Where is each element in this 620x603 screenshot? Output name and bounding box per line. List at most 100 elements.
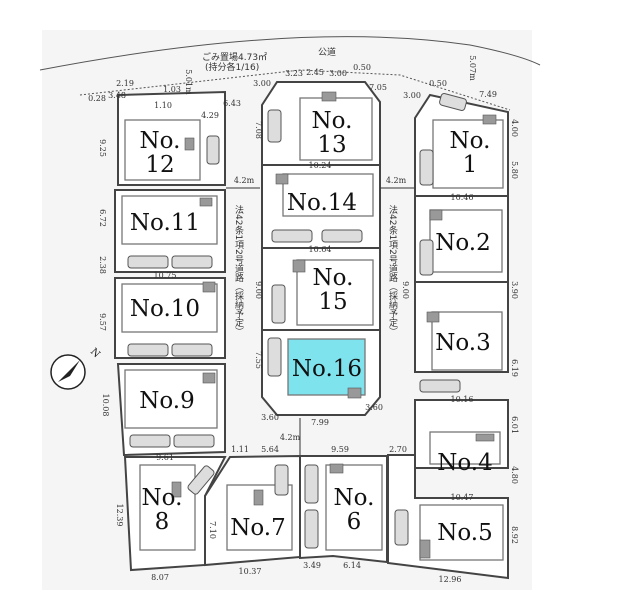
dimension-label: 10.37 xyxy=(239,567,262,576)
dimension-label: 5.80 xyxy=(510,161,519,179)
tspan-element: 12 xyxy=(145,152,174,178)
tspan-element: 8 xyxy=(155,509,170,535)
lot-9[interactable]: No.9 xyxy=(116,363,226,457)
dimension-labels: 5.01m 2.19 0.28 3.48 1.03 1.10 4.29 6.43… xyxy=(88,55,519,584)
dimension-label: 7.08 xyxy=(254,121,263,139)
dimension-label: 12.39 xyxy=(115,504,124,527)
lot-1[interactable]: No.1 xyxy=(414,93,509,197)
dimension-label: 8.92 xyxy=(510,526,519,544)
house-footprint xyxy=(124,119,201,181)
lot-boundary xyxy=(117,90,226,186)
lot-label: No.2 xyxy=(435,230,491,256)
dimension-label: 7.10 xyxy=(208,521,217,539)
meter-box-icon xyxy=(184,137,195,151)
dimension-label: 12.96 xyxy=(439,575,462,584)
meter-box-icon xyxy=(202,372,216,384)
path-element xyxy=(58,360,80,382)
lot-16[interactable]: No.16 xyxy=(261,329,381,416)
lot-label: No.16 xyxy=(292,356,362,382)
parking-car-icon xyxy=(127,255,169,269)
dimension-label: 0.28 xyxy=(88,94,106,103)
lot-11[interactable]: No.11 xyxy=(114,189,226,273)
house-footprint xyxy=(282,173,374,217)
dimension-label: 9.00 xyxy=(401,281,410,299)
parking-car-icon xyxy=(321,229,363,243)
tspan-element: 15 xyxy=(318,289,347,315)
parking-car-icon xyxy=(419,239,434,276)
house-footprint xyxy=(121,283,218,333)
lot-12[interactable]: No.12 xyxy=(117,90,226,186)
parking-car-icon xyxy=(394,509,409,546)
lot-7[interactable]: No.7 xyxy=(204,454,301,567)
dimension-label: 9.57 xyxy=(98,313,107,331)
lot-3[interactable]: No.3 xyxy=(414,281,509,393)
dimension-label: 6.43 xyxy=(223,99,241,108)
house-footprint xyxy=(325,464,383,551)
lot-14[interactable]: No.14 xyxy=(261,164,381,249)
tspan-element: 13 xyxy=(317,132,346,158)
lot-label: No.5 xyxy=(437,520,493,546)
dimension-label: 7.05 xyxy=(369,83,387,92)
tspan-element: 1 xyxy=(463,152,478,178)
meter-box-icon xyxy=(429,209,443,221)
dimension-label: 4.00 xyxy=(510,119,519,137)
jp-element: 法42条1項2号道路（採納予定） xyxy=(233,204,244,336)
lot-13[interactable]: No.13 xyxy=(261,81,381,166)
house-footprint xyxy=(419,504,504,561)
lot-label: No.7 xyxy=(230,515,286,541)
dimension-label: 7.49 xyxy=(479,90,497,99)
meter-box-icon xyxy=(347,387,362,399)
dimension-label: 2.45 xyxy=(306,68,324,77)
dimension-label: 2.19 xyxy=(116,79,134,88)
lot-label: No.15 xyxy=(313,265,354,315)
lot-2[interactable]: No.2 xyxy=(414,195,509,283)
dimension-label: 5.01m xyxy=(184,69,193,95)
dimension-label: 0.50 xyxy=(429,79,447,88)
parking-car-icon xyxy=(271,284,286,324)
dimension-label: 8.07 xyxy=(151,573,169,582)
dimension-label: 6.14 xyxy=(343,561,361,570)
garbage-area-label: ごみ置場4.73㎡ xyxy=(202,51,267,63)
dimension-label: 6.19 xyxy=(510,359,519,377)
lot-8[interactable]: No.8 xyxy=(123,456,227,572)
house-footprint xyxy=(226,484,293,551)
tspan-element: No. xyxy=(140,128,181,154)
dimension-label: 3.48 xyxy=(108,91,126,100)
dimension-label: 3.23 xyxy=(285,69,303,78)
selected-lot-highlight xyxy=(287,338,366,396)
house-footprint xyxy=(121,195,218,245)
lot-6[interactable]: No.6 xyxy=(299,455,388,564)
dimension-label: 1.11 xyxy=(231,445,249,454)
lot-label: No.13 xyxy=(312,108,353,158)
dimension-label: 10.08 xyxy=(101,394,110,417)
parking-car-icon xyxy=(129,434,171,448)
dimension-label: 2.38 xyxy=(98,256,107,274)
parking-car-icon xyxy=(304,509,319,549)
dimension-label: 5.64 xyxy=(261,445,279,454)
public-road-label: 公道 xyxy=(318,46,336,58)
dimension-label: 6.01 xyxy=(510,416,519,434)
dimension-label: 2.70 xyxy=(389,445,407,454)
lot-boundary xyxy=(387,454,509,580)
meter-box-icon xyxy=(482,114,497,125)
meter-box-icon xyxy=(426,311,440,323)
dimension-label: 7.99 xyxy=(311,418,329,427)
dimension-label: 10.24 xyxy=(309,161,332,170)
lot-label: No.14 xyxy=(287,190,357,216)
parking-car-icon xyxy=(304,464,319,504)
lot-10[interactable]: No.10 xyxy=(114,277,226,359)
parking-car-icon xyxy=(267,337,282,377)
lot-boundary xyxy=(414,281,509,373)
lot-5[interactable]: No.5 xyxy=(387,454,509,580)
garbage-share-label: (持分各1/16) xyxy=(205,61,259,73)
parking-car-icon xyxy=(206,135,220,165)
lot-label: No.4 xyxy=(437,450,493,476)
dimension-label: 1.10 xyxy=(154,101,172,110)
dimension-label: 3.60 xyxy=(365,403,383,412)
tspan-element: No. xyxy=(334,485,375,511)
lot-label: No.6 xyxy=(334,485,375,535)
dimension-label: 3.00 xyxy=(253,79,271,88)
lot-label: No.11 xyxy=(130,210,200,236)
dimension-label: 9.59 xyxy=(331,445,349,454)
lot-15[interactable]: No.15 xyxy=(261,247,381,331)
